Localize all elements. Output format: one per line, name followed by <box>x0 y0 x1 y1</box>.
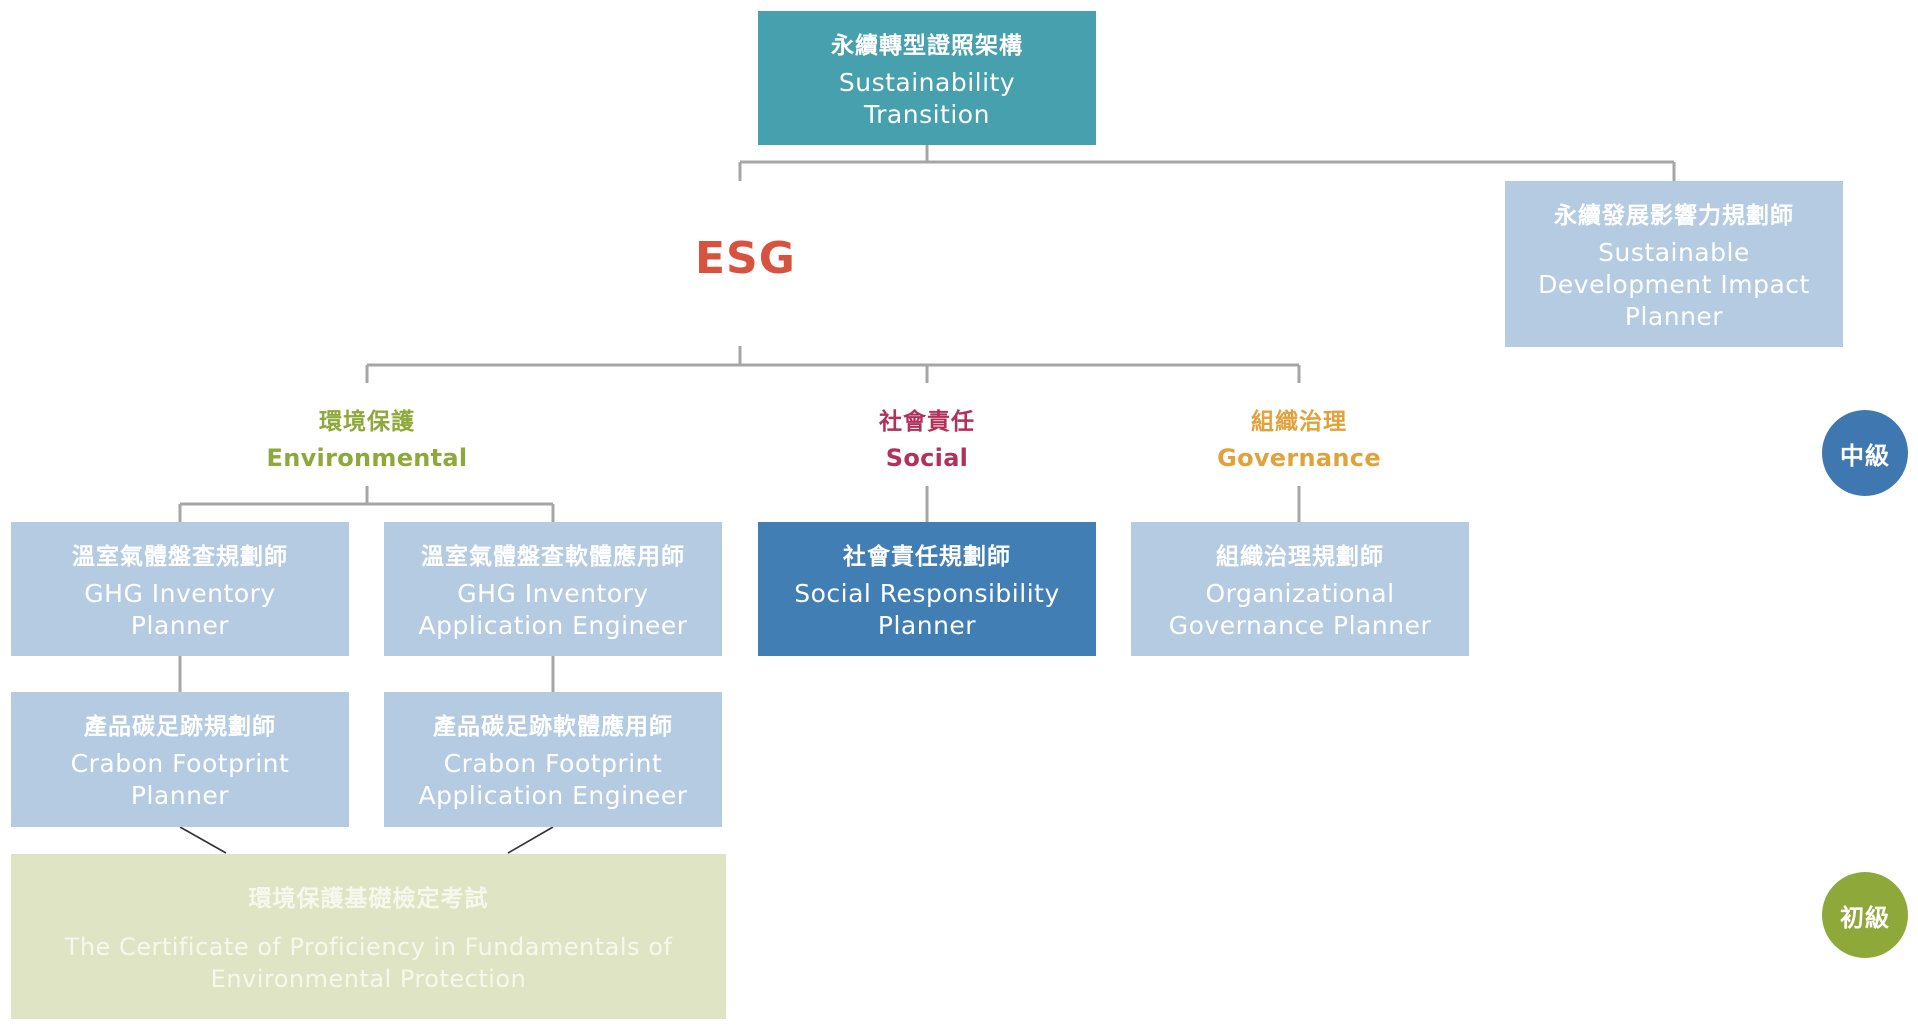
pillar-social-en: Social <box>885 444 969 472</box>
carbon-planner-box: 產品碳足跡規劃師 Crabon Footprint Planner <box>11 692 349 827</box>
ghg-engineer-en: GHG Inventory Application Engineer <box>418 578 688 640</box>
foundation-exam-zh: 環境保護基礎檢定考試 <box>248 885 489 912</box>
pillar-environmental: 環境保護 Environmental <box>227 402 507 472</box>
root-title-en: Sustainability Transition <box>838 67 1016 129</box>
social-planner-box: 社會責任規劃師 Social Responsibility Planner <box>758 522 1096 656</box>
root-title-zh: 永續轉型證照架構 <box>831 32 1023 59</box>
pillar-environmental-zh: 環境保護 <box>319 409 415 435</box>
pillar-governance: 組織治理 Governance <box>1159 402 1439 472</box>
level-beginner-badge: 初級 <box>1822 872 1908 958</box>
governance-planner-zh: 組織治理規劃師 <box>1216 543 1384 570</box>
connector-env-branch <box>178 486 555 522</box>
root-box: 永續轉型證照架構 Sustainability Transition <box>758 11 1096 145</box>
governance-planner-en: Organizational Governance Planner <box>1168 578 1432 640</box>
ghg-planner-en: GHG Inventory Planner <box>84 578 276 640</box>
ghg-engineer-zh: 溫室氣體盤查軟體應用師 <box>421 543 685 570</box>
level-intermediate-badge: 中級 <box>1822 410 1908 496</box>
governance-planner-box: 組織治理規劃師 Organizational Governance Planne… <box>1131 522 1469 656</box>
pillar-governance-en: Governance <box>1217 444 1381 472</box>
foundation-exam-box: 環境保護基礎檢定考試 The Certificate of Proficienc… <box>11 854 726 1019</box>
carbon-engineer-box: 產品碳足跡軟體應用師 Crabon Footprint Application … <box>384 692 722 827</box>
connector-exam-right <box>507 826 554 854</box>
impact-planner-zh: 永續發展影響力規劃師 <box>1554 202 1794 229</box>
carbon-planner-en: Crabon Footprint Planner <box>70 749 290 810</box>
connector-root-branch <box>738 145 1676 181</box>
social-planner-zh: 社會責任規劃師 <box>843 543 1011 570</box>
foundation-exam-en: The Certificate of Proficiency in Fundam… <box>64 932 673 993</box>
ghg-engineer-box: 溫室氣體盤查軟體應用師 GHG Inventory Application En… <box>384 522 722 656</box>
carbon-engineer-zh: 產品碳足跡軟體應用師 <box>433 714 673 740</box>
social-planner-en: Social Responsibility Planner <box>794 578 1060 640</box>
pillar-governance-zh: 組織治理 <box>1251 409 1347 435</box>
esg-label: ESG <box>695 233 796 284</box>
pillar-social-zh: 社會責任 <box>879 409 975 435</box>
impact-planner-en: Sustainable Development Impact Planner <box>1538 237 1810 331</box>
impact-planner-box: 永續發展影響力規劃師 Sustainable Development Impac… <box>1505 181 1843 347</box>
ghg-planner-zh: 溫室氣體盤查規劃師 <box>72 543 288 570</box>
ghg-planner-box: 溫室氣體盤查規劃師 GHG Inventory Planner <box>11 522 349 656</box>
carbon-engineer-en: Crabon Footprint Application Engineer <box>418 749 688 810</box>
connector-exam-left <box>179 826 227 854</box>
connector-esg-branch <box>365 346 1301 383</box>
pillar-social: 社會責任 Social <box>787 402 1067 472</box>
carbon-planner-zh: 產品碳足跡規劃師 <box>84 714 276 740</box>
pillar-environmental-en: Environmental <box>266 444 468 472</box>
